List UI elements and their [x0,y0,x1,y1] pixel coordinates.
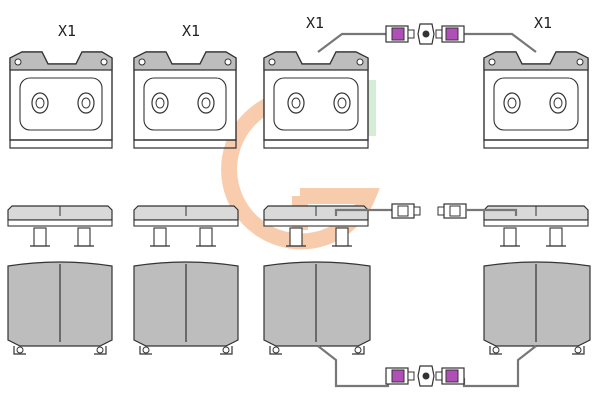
pad-side-view-2 [133,205,239,247]
quantity-label-3: X1 [306,14,324,32]
quantity-label-2: X1 [182,22,200,40]
pad-backplate-3 [263,51,369,149]
pad-friction-face-4 [483,261,591,355]
pad-friction-face-3 [263,261,371,355]
pad-backplate-2 [133,51,237,149]
pad-friction-face-1 [7,261,113,355]
wear-sensor-wire-side-left [334,203,421,219]
quantity-label-1: X1 [58,22,76,40]
wear-sensor-clip-icon [417,365,435,387]
wear-sensor-connector-icon [435,367,465,385]
wear-sensor-wire-side-right [437,203,518,219]
pad-side-view-4 [483,205,589,247]
quantity-label-4: X1 [534,14,552,32]
wear-sensor-clip-icon [417,23,435,45]
pad-backplate-4 [483,51,589,149]
wear-sensor-connector-icon [435,25,465,43]
wear-sensor-wire-bottom [317,345,537,388]
wear-sensor-connector-icon [385,367,415,385]
pad-backplate-1 [9,51,113,149]
pad-friction-face-2 [133,261,239,355]
wear-sensor-wire-top [317,23,537,53]
wear-sensor-connector-icon [385,25,415,43]
pad-side-view-1 [7,205,113,247]
